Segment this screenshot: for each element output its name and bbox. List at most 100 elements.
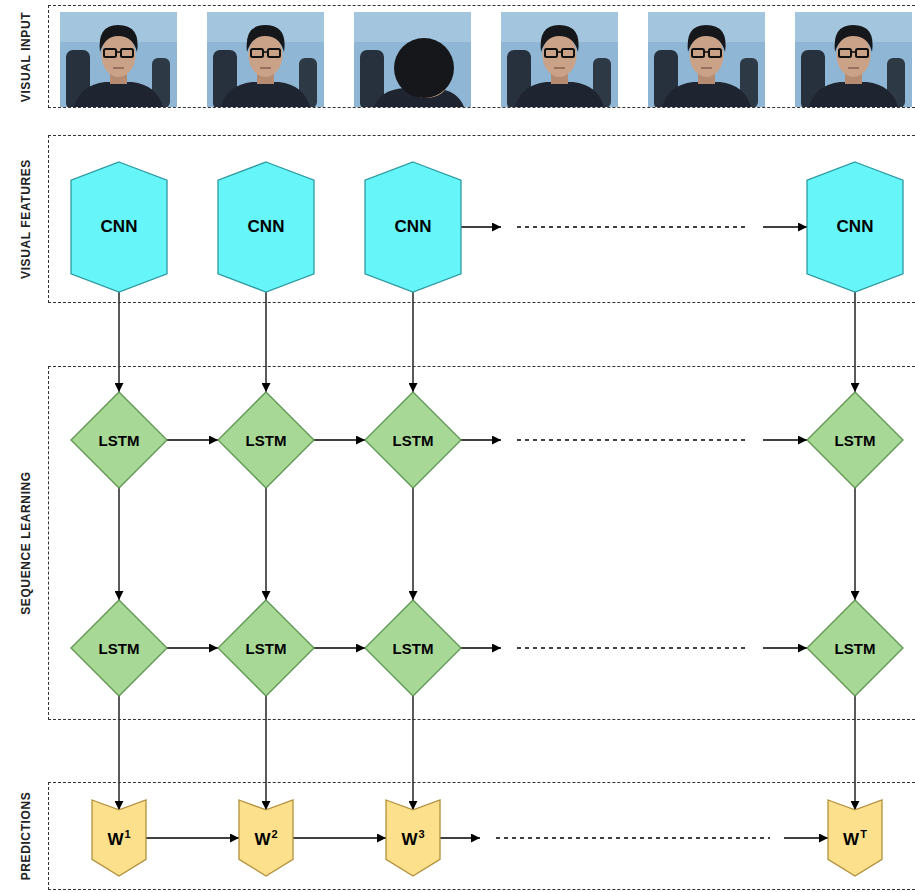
connector-line [763, 439, 807, 440]
section-band: VISUAL FEATURES CNN CNN CNN CNN [8, 135, 915, 303]
dashed-continuation [517, 439, 749, 440]
node-label: LSTM [835, 640, 876, 657]
section-border [48, 366, 915, 720]
lstm-diamond-polygon [218, 392, 314, 488]
connector-line [461, 226, 501, 227]
cnn-hexagon: CNN [218, 162, 314, 292]
connector-line [118, 292, 119, 392]
lstm-diamond: LSTM [365, 392, 461, 488]
node-label: LSTM [99, 432, 140, 449]
connector-line [763, 226, 807, 227]
connector-line [314, 439, 365, 440]
lstm-diamond: LSTM [71, 392, 167, 488]
node-label: LSTM [835, 432, 876, 449]
dashed-continuation [517, 647, 749, 648]
cnn-hexagon-polygon [218, 162, 314, 292]
connector-line [265, 488, 266, 600]
connector-line [440, 837, 480, 838]
lstm-diamond-polygon [71, 600, 167, 696]
connector-line [412, 696, 413, 810]
section-label-column: VISUAL INPUT [8, 5, 44, 108]
section-band: VISUAL INPUT [8, 5, 915, 108]
connector-line [412, 292, 413, 392]
section-label-column: SEQUENCE LEARNING [8, 366, 44, 720]
node-label: WT [843, 830, 867, 850]
section-label: VISUAL FEATURES [19, 159, 33, 279]
connector-line [314, 647, 365, 648]
section-label: PREDICTIONS [19, 792, 33, 881]
node-text: LSTM [246, 640, 287, 657]
lstm-diamond-polygon [218, 600, 314, 696]
connector-line [167, 647, 218, 648]
section-label-column: VISUAL FEATURES [8, 135, 44, 303]
section-band: PREDICTIONSW1W2W3WT [8, 782, 915, 890]
lstm-diamond: LSTM [218, 392, 314, 488]
connector-line [461, 647, 501, 648]
connector-line [763, 647, 807, 648]
prediction-marker-polygon [386, 800, 440, 876]
connector [266, 696, 267, 810]
step-index: 2 [271, 828, 277, 840]
prediction-marker-polygon [239, 800, 293, 876]
connector [167, 440, 218, 441]
node-text: CNN [248, 217, 285, 236]
node-text: W [401, 830, 417, 849]
connector [314, 648, 365, 649]
connector-line [293, 837, 386, 838]
connector [146, 838, 239, 839]
node-text: CNN [837, 217, 874, 236]
node-label: LSTM [246, 640, 287, 657]
node-text: LSTM [393, 432, 434, 449]
step-index: 1 [124, 828, 130, 840]
step-index: T [860, 828, 867, 840]
connector [293, 838, 386, 839]
connector-line [784, 837, 828, 838]
connector [855, 488, 856, 600]
section-label: SEQUENCE LEARNING [19, 471, 33, 615]
node-label: LSTM [393, 640, 434, 657]
section-border [48, 135, 915, 303]
connector [413, 292, 414, 392]
node-label: W1 [107, 830, 130, 850]
section-border [48, 5, 915, 108]
connector-line [854, 292, 855, 392]
connector [855, 696, 856, 810]
node-text: CNN [395, 217, 432, 236]
node-label: W3 [401, 830, 424, 850]
connector [461, 440, 807, 441]
connector-line [146, 837, 239, 838]
prediction-marker: WT [828, 800, 882, 876]
node-text: CNN [101, 217, 138, 236]
lstm-diamond-polygon [807, 600, 903, 696]
node-text: LSTM [246, 432, 287, 449]
node-label: CNN [837, 217, 874, 237]
lstm-diamond-polygon [365, 392, 461, 488]
prediction-marker-polygon [92, 800, 146, 876]
connector-line [118, 696, 119, 810]
prediction-marker: W1 [92, 800, 146, 876]
connector [413, 696, 414, 810]
section-band: SEQUENCE LEARNING LSTM LSTM LSTM LSTM LSTM LST… [8, 366, 915, 720]
cnn-hexagon: CNN [365, 162, 461, 292]
node-label: LSTM [393, 432, 434, 449]
cnn-hexagon: CNN [807, 162, 903, 292]
lstm-diamond-polygon [365, 600, 461, 696]
prediction-marker: W3 [386, 800, 440, 876]
node-text: LSTM [835, 640, 876, 657]
node-text: LSTM [393, 640, 434, 657]
connector-line [461, 439, 501, 440]
cnn-hexagon-polygon [365, 162, 461, 292]
connector [855, 292, 856, 392]
connector [314, 440, 365, 441]
node-text: LSTM [99, 432, 140, 449]
node-label: CNN [395, 217, 432, 237]
prediction-marker-polygon [828, 800, 882, 876]
node-text: W [843, 830, 859, 849]
cnn-hexagon-polygon [807, 162, 903, 292]
connector [167, 648, 218, 649]
prediction-marker: W2 [239, 800, 293, 876]
connector [119, 488, 120, 600]
node-text: W [107, 830, 123, 849]
lstm-diamond-polygon [71, 392, 167, 488]
